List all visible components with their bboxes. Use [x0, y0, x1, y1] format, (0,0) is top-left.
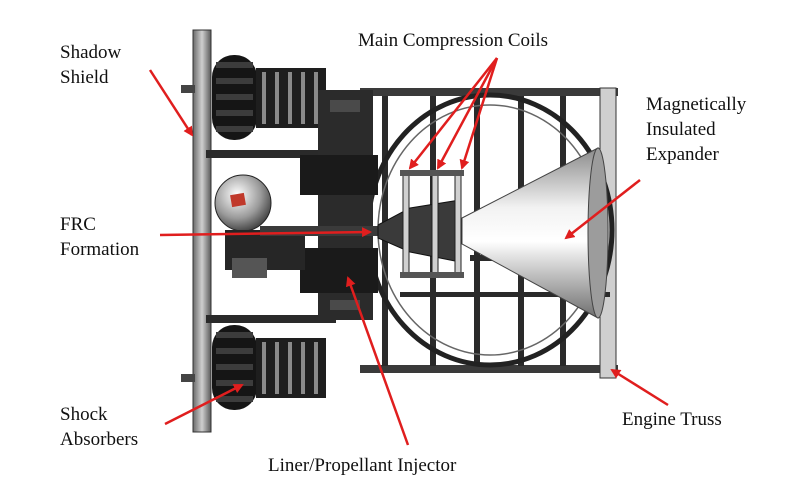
label-main-compression-coils: Main Compression Coils [358, 30, 549, 51]
arrow-coil-1 [408, 57, 498, 170]
frc-formation [214, 174, 380, 278]
label-magnetically-insulated-expander: Magnetically Insulated Expander [646, 94, 747, 165]
arrow-coil-2 [436, 57, 499, 170]
upper-coil-stack [212, 55, 326, 140]
liner-propellant-injector [300, 90, 378, 320]
arrow-engine-truss [610, 368, 669, 407]
lower-coil-stack [212, 325, 326, 410]
compression-throat [377, 170, 464, 278]
label-shock-absorbers: Shock Absorbers [60, 404, 139, 450]
arrow-shock-absorbers [164, 383, 244, 426]
shield-fixtures [181, 85, 195, 382]
annotation-arrows [148, 57, 669, 446]
arrow-expander [564, 179, 641, 240]
expander-nozzle [461, 147, 609, 319]
arrow-shadow-shield [148, 69, 194, 137]
label-engine-truss: Engine Truss [622, 409, 722, 430]
shadow-shield [192, 29, 336, 433]
label-liner-propellant-injector: Liner/Propellant Injector [268, 455, 457, 476]
arrow-injector [345, 276, 410, 446]
label-shadow-shield: Shadow Shield [60, 42, 122, 88]
label-frc-formation: FRC Formation [60, 214, 140, 260]
arrow-coil-3 [459, 57, 499, 170]
arrow-frc [159, 227, 372, 238]
